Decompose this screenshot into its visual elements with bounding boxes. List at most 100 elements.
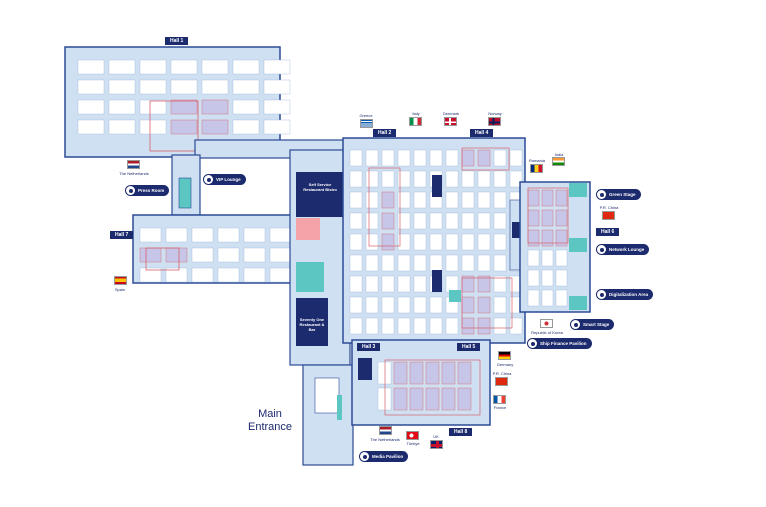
booth	[108, 59, 136, 75]
hall-5-tag: Hall 5	[457, 343, 481, 351]
smart-stage-callout[interactable]: Smart Stage	[570, 319, 615, 330]
hall-1-floor	[64, 46, 291, 158]
green-stage-callout[interactable]: Green Stage	[596, 189, 641, 200]
uk-flag-icon	[430, 440, 443, 449]
booth	[477, 275, 491, 293]
country-label-germany: Germany	[496, 362, 514, 367]
hall-4-tag: Hall 4	[470, 129, 494, 137]
booth	[397, 212, 411, 230]
booth	[445, 275, 459, 293]
booth	[381, 149, 395, 167]
booth	[445, 317, 459, 335]
press-room-area	[178, 177, 192, 209]
booth	[509, 317, 523, 335]
booth	[555, 209, 568, 227]
hall-6-floor	[519, 181, 591, 313]
booth	[243, 247, 266, 263]
booth	[381, 212, 395, 230]
network-lounge-callout[interactable]: Network Lounge	[596, 244, 650, 255]
ship-finance-callout[interactable]: Ship Finance Pavilion	[527, 338, 592, 349]
turkiye-flag-icon	[406, 431, 419, 440]
booth	[493, 233, 507, 251]
booth	[139, 247, 162, 263]
booth	[170, 99, 198, 115]
booth	[365, 233, 379, 251]
booth	[441, 387, 456, 411]
hall-7-tag: Hall 7	[110, 231, 134, 239]
booth	[381, 275, 395, 293]
hall-8-tag: Hall 8	[449, 428, 473, 436]
seventy-one-label: Seventy One Restaurant & Bar	[299, 317, 325, 332]
digitalization-callout[interactable]: Digitalization Area	[596, 289, 654, 300]
booth	[139, 99, 167, 115]
booth	[429, 233, 443, 251]
booth	[165, 267, 188, 283]
booth	[527, 269, 540, 287]
hall-6-tag: Hall 6	[596, 228, 620, 236]
booth	[477, 170, 491, 188]
booth	[445, 170, 459, 188]
country-label-italy: Italy	[412, 111, 420, 116]
booth	[541, 269, 554, 287]
booth	[461, 254, 475, 272]
booth	[139, 119, 167, 135]
booth	[477, 317, 491, 335]
press-room-callout[interactable]: Press Room	[125, 185, 170, 196]
booth	[365, 296, 379, 314]
entrance-hall	[302, 364, 354, 466]
booth	[393, 361, 408, 385]
booth	[541, 189, 554, 207]
booth	[191, 247, 214, 263]
booth	[243, 227, 266, 243]
booth	[527, 249, 540, 267]
booth	[170, 119, 198, 135]
booth	[429, 296, 443, 314]
booth	[232, 59, 260, 75]
booth	[108, 99, 136, 115]
booth	[555, 249, 568, 267]
self-service-label: Self Service Restaurant Bistro	[303, 182, 337, 192]
booth	[493, 275, 507, 293]
hall-2-tag: Hall 2	[373, 129, 397, 137]
booth	[477, 254, 491, 272]
info-icon	[597, 290, 606, 299]
booth	[365, 212, 379, 230]
booth	[365, 170, 379, 188]
booth	[201, 99, 229, 115]
booth	[139, 267, 162, 283]
booth	[477, 233, 491, 251]
info-icon	[528, 339, 537, 348]
booth	[429, 212, 443, 230]
booth	[555, 189, 568, 207]
booth	[77, 59, 105, 75]
denmark-flag-icon	[444, 117, 457, 126]
booth	[461, 149, 475, 167]
booth	[509, 170, 523, 188]
info-icon	[360, 452, 369, 461]
booth	[269, 227, 292, 243]
country-label-greece: Greece	[359, 113, 373, 118]
booth	[349, 191, 363, 209]
booth	[493, 149, 507, 167]
booth	[365, 149, 379, 167]
booth	[461, 317, 475, 335]
booth	[425, 361, 440, 385]
booth	[409, 387, 424, 411]
media-pavilion-callout[interactable]: Media Pavilion	[359, 451, 409, 462]
booth	[429, 254, 443, 272]
hall-5-8-9-floor	[351, 339, 491, 426]
booth	[493, 170, 507, 188]
booth	[541, 289, 554, 307]
booth	[243, 267, 266, 283]
booth	[397, 170, 411, 188]
booth	[263, 119, 291, 135]
booth	[541, 249, 554, 267]
booth	[493, 254, 507, 272]
vip-lounge-callout[interactable]: VIP Lounge	[203, 174, 246, 185]
italy-flag-icon	[409, 117, 422, 126]
booth	[397, 254, 411, 272]
booth	[365, 275, 379, 293]
booth	[381, 191, 395, 209]
booth	[263, 79, 291, 95]
